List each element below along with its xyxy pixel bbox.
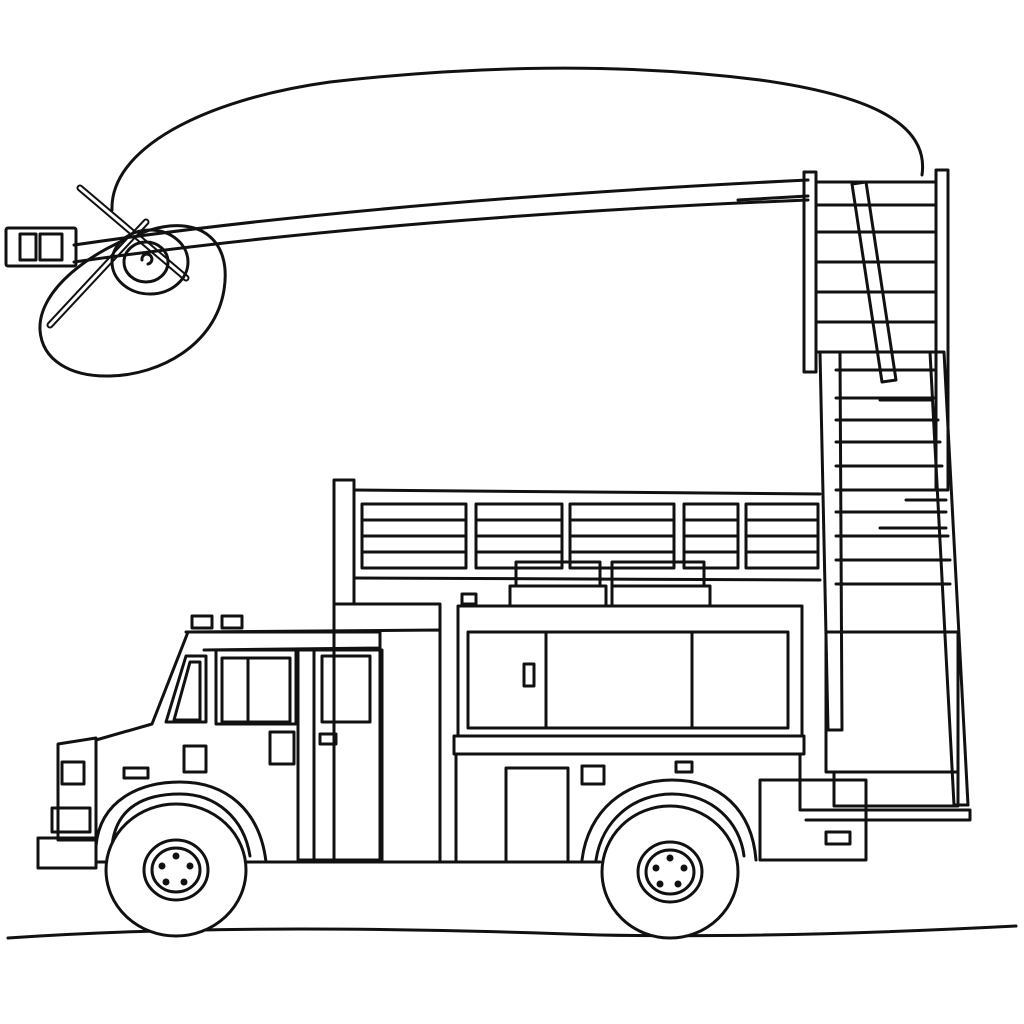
truck-front	[36, 736, 98, 870]
rear-wheel-arch	[580, 778, 758, 862]
front-wheel-arch-inner	[110, 792, 252, 858]
front-wheel-arch	[94, 780, 268, 864]
hose-cable	[110, 66, 925, 212]
rear-wheel-arch-inner	[594, 792, 746, 862]
aerial-boom	[72, 178, 810, 264]
aerial-ladder-tower	[802, 168, 970, 807]
roof-railing	[332, 478, 822, 608]
rear-wheel	[600, 804, 740, 940]
front-wheel	[104, 802, 248, 938]
boom-tip-nozzle	[4, 184, 227, 378]
